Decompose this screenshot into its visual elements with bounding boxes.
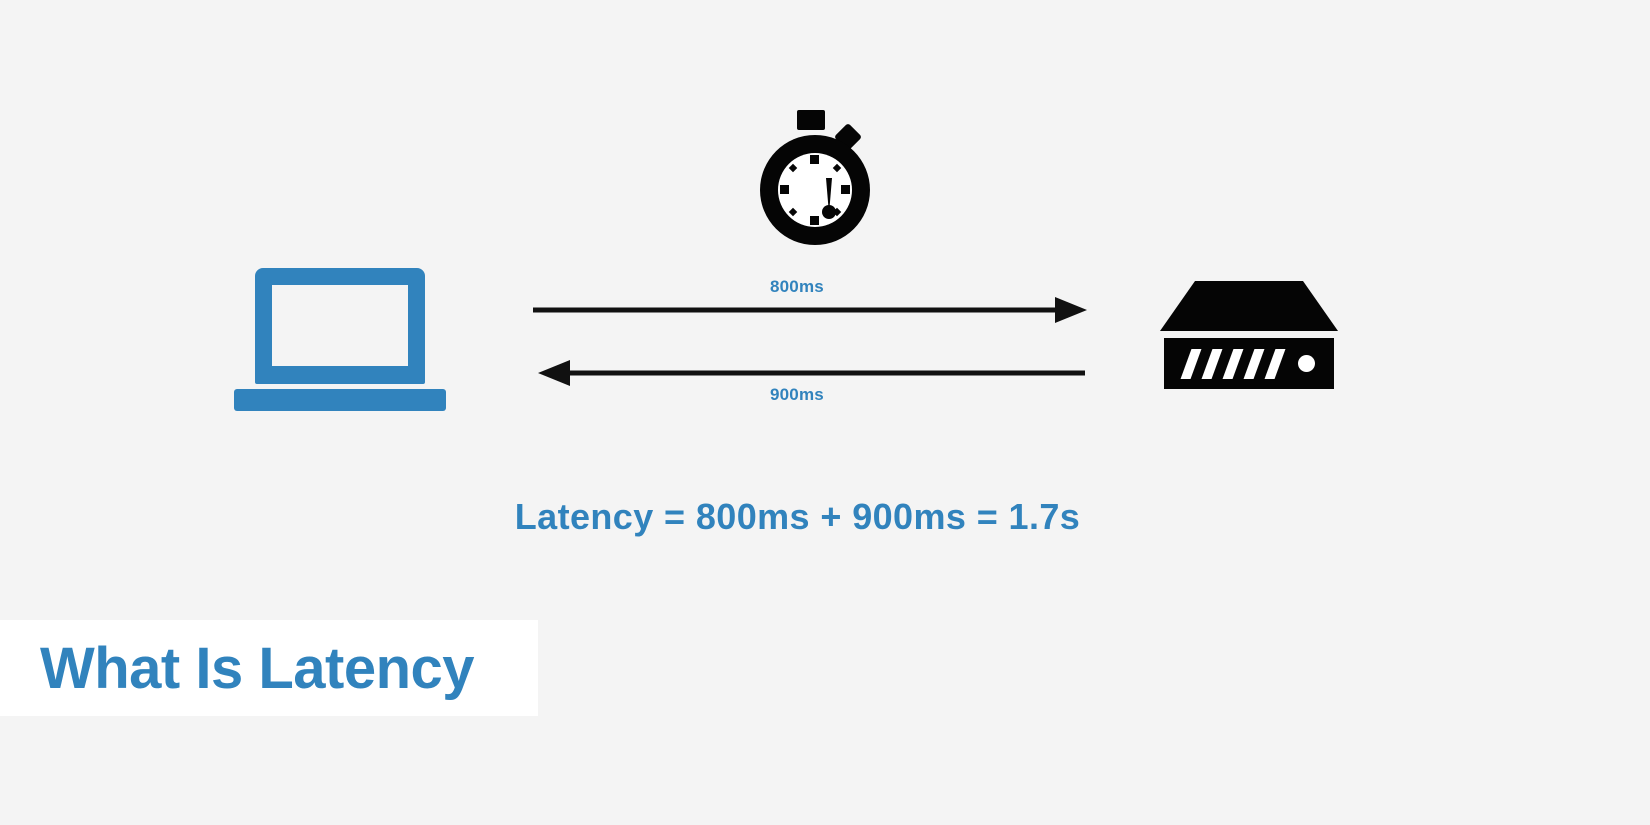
server-icon [1160,281,1338,389]
stopwatch-tick-8 [788,207,798,217]
laptop-lid [255,268,425,384]
stopwatch-tick-12 [810,155,819,164]
stopwatch-tick-3 [841,185,850,194]
laptop-base [234,389,446,411]
title-band: What Is Latency [0,620,538,716]
arrow-lines [533,297,1087,386]
stopwatch-face [778,153,852,227]
latency-equation: Latency = 800ms + 900ms = 1.7s [514,496,1081,537]
stopwatch-tick-9 [780,185,789,194]
server-vents [1180,349,1291,379]
response-latency-label: 900ms [770,385,824,404]
stopwatch-ring [760,135,870,245]
stopwatch-crown-icon [797,110,825,130]
server-vent [1222,349,1244,379]
stopwatch-needle [826,178,832,214]
server-vent [1201,349,1223,379]
stopwatch-icon [752,110,870,245]
server-body [1164,338,1334,389]
stopwatch-tick-10 [788,163,798,173]
server-led-icon [1298,355,1315,372]
stopwatch-tick-6 [810,216,819,225]
page-title: What Is Latency [40,635,475,701]
latency-arrows: 800ms 900ms [525,265,1100,405]
server-vent [1264,349,1286,379]
request-latency-label: 800ms [770,277,824,296]
stopwatch-tick-2 [832,163,842,173]
stopwatch-hub [822,205,836,219]
server-vent [1243,349,1265,379]
server-vent [1180,349,1202,379]
server-top-shape [1160,281,1338,331]
laptop-screen [272,285,408,366]
laptop-icon [234,268,446,413]
